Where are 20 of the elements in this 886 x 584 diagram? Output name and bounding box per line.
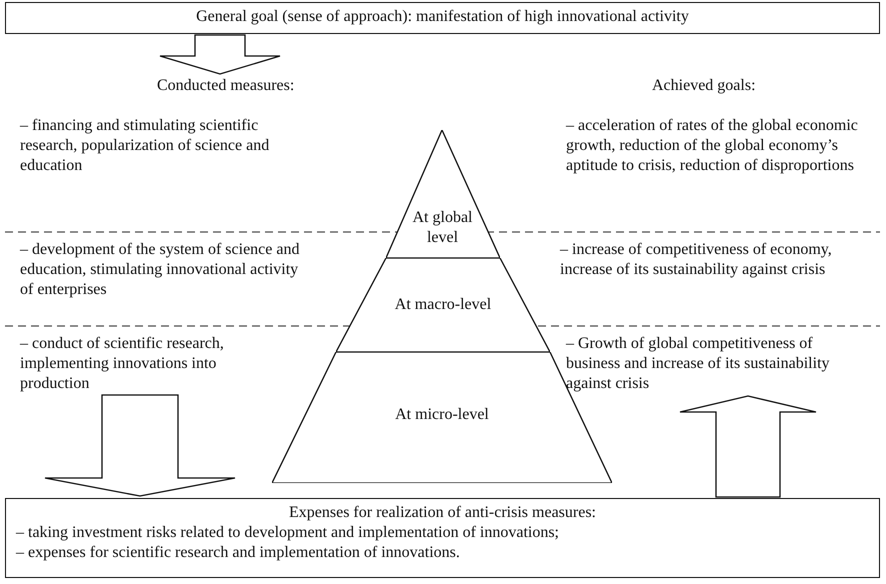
column-heading: Achieved goals: <box>652 76 757 96</box>
level-label: At global level <box>412 208 474 248</box>
box-heading: Expenses for realization of anti-crisis measures: <box>288 503 597 523</box>
level-label: At micro-level <box>394 405 490 425</box>
list-item: – Growth of global competitiveness of business and increase of its sustainability against crisis <box>566 334 866 394</box>
text-box <box>5 2 880 34</box>
box-heading: General goal (sense of approach): manifestation of high innovational activity <box>195 7 690 27</box>
list-item: – acceleration of rates of the global economic growth, reduction of the global economy’s aptitude to crisis, reduction of disproportions <box>566 116 866 176</box>
level-label: At macro-level <box>394 295 492 315</box>
list-item: – expenses for scientific research and implementation of innovations. <box>16 543 461 563</box>
list-item: – taking investment risks related to development and implementation of innovations; <box>16 523 560 543</box>
text-box <box>5 498 880 578</box>
list-item: – financing and stimulating scientific research, popularization of science and education <box>20 116 310 176</box>
list-item: – increase of competitiveness of economy, increase of its sustainability against crisis <box>560 240 860 280</box>
block-arrow <box>44 394 236 497</box>
block-arrow <box>679 395 817 498</box>
list-item: – development of the system of science and education, stimulating innovational activity of enterprises <box>20 240 310 300</box>
column-heading: Conducted measures: <box>157 76 327 96</box>
block-arrow <box>159 34 281 75</box>
list-item: – conduct of scientific research, implementing innovations into production <box>20 334 270 394</box>
